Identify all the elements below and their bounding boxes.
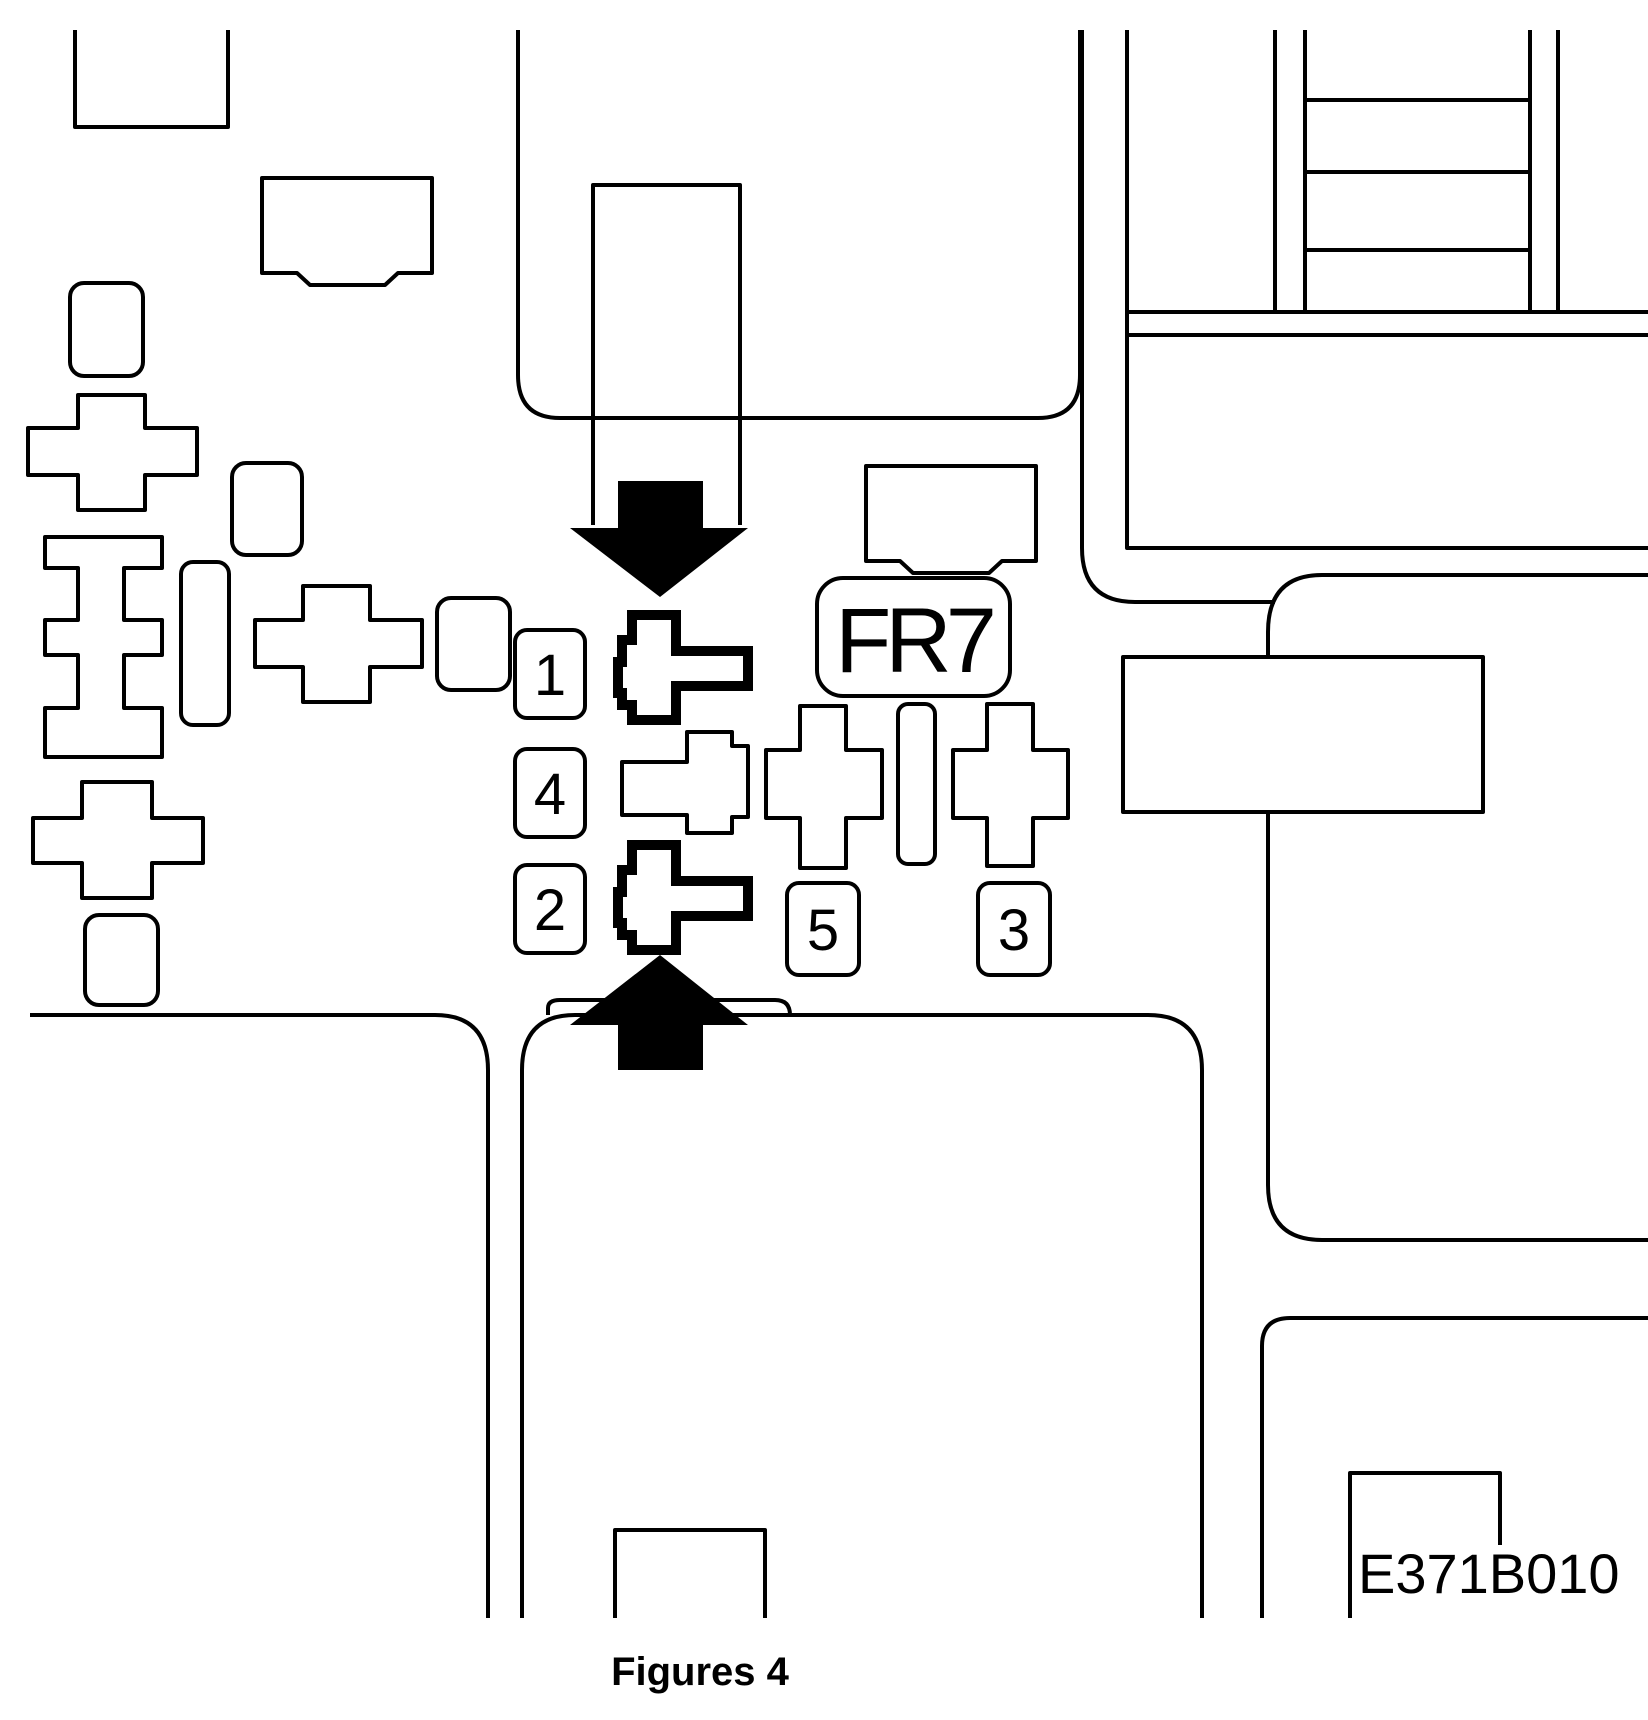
fuse-number-labels: 1 4 2 5 3 FR7 [513,576,1052,977]
relay-block [1121,655,1485,814]
connector-housings [260,176,1038,575]
fuse-label-2: 2 [534,878,566,943]
target-fuse-lower [613,840,753,955]
pointer-arrows [570,481,748,1070]
right-fuse-group [546,702,1070,1016]
target-fuse-upper [613,610,753,725]
left-fuse-column [26,281,512,1007]
arrow-up-icon [570,955,748,1070]
fuse-label-1: 1 [534,643,566,708]
relay-label-fr7: FR7 [835,590,993,692]
fuse-label-5: 5 [807,898,839,963]
fuse-label-4: 4 [534,762,566,827]
figure-code: E371B010 [1358,1542,1620,1605]
target-fuses [613,610,753,955]
board-outline [30,30,1648,1618]
fuse-label-3: 3 [998,898,1030,963]
figure-caption: Figures 4 [611,1650,789,1694]
arrow-down-icon [570,481,748,597]
